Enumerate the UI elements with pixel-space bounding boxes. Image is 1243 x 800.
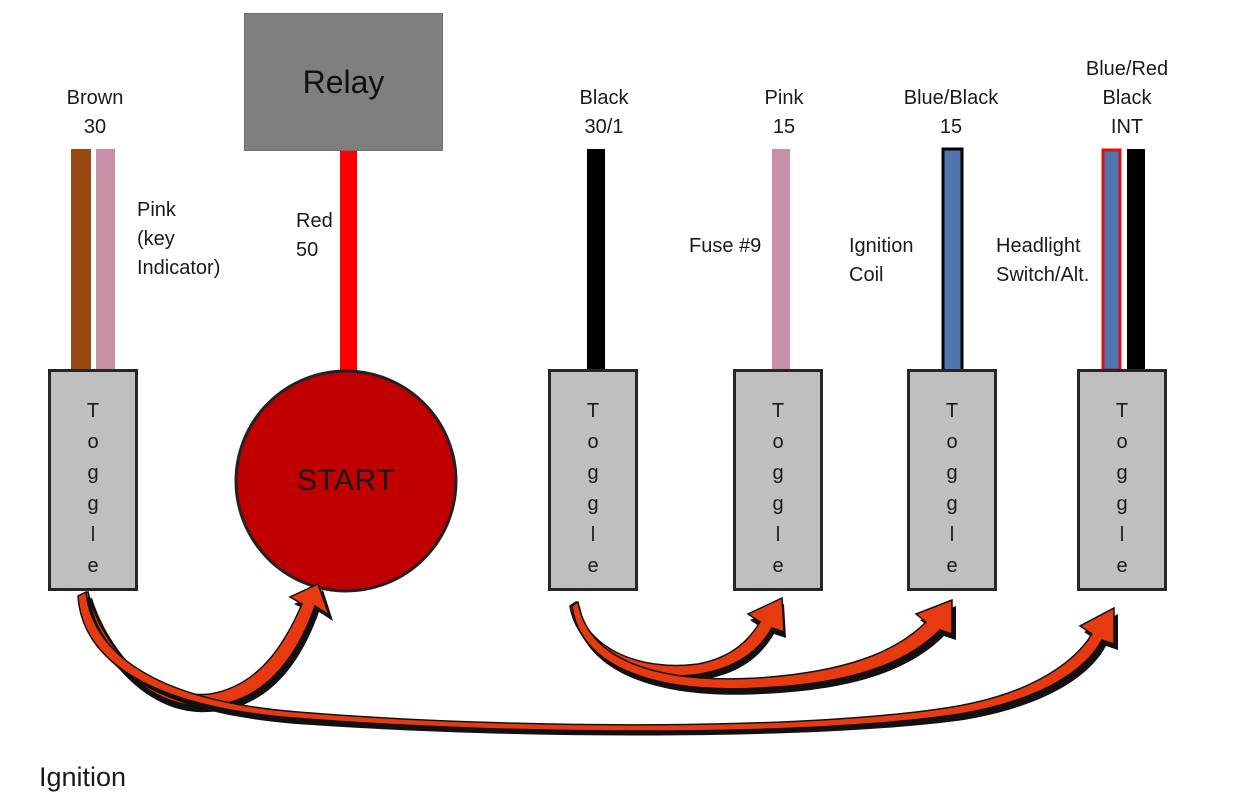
pink-15-wire-label: Pink 15 — [764, 87, 804, 138]
toggle-letter: g — [772, 462, 784, 484]
brown-wire-label: Brown 30 — [66, 87, 124, 138]
black-int-wire — [1127, 149, 1145, 371]
diagram-caption: Ignition — [39, 762, 127, 792]
black-wire-label: Black 30/1 — [579, 87, 629, 138]
pink-key-wire-label: Pink (key Indicator) — [137, 199, 221, 279]
relay-label: Relay — [302, 63, 385, 100]
toggle-letter: e — [1116, 555, 1128, 577]
toggle-letter: l — [949, 524, 955, 546]
toggle-letter: g — [772, 493, 784, 515]
pink-15-wire — [772, 149, 790, 371]
blue-black-wire-label: Blue/Black 15 — [903, 87, 999, 138]
brown-wire — [71, 149, 91, 371]
fuse-label: Fuse #9 — [689, 235, 762, 257]
toggle-letter: g — [587, 493, 599, 515]
toggle-letter: e — [87, 555, 99, 577]
toggle-letter: g — [946, 493, 958, 515]
toggle-letter: o — [587, 431, 599, 453]
toggle-letter: g — [587, 462, 599, 484]
black-wire — [587, 149, 605, 371]
red-relay-wire — [340, 150, 357, 372]
arrow-toggle1-to-toggle6 — [77, 590, 1118, 736]
toggle-letter: l — [90, 524, 96, 546]
headlight-switch-label: Headlight Switch/Alt. — [996, 235, 1090, 286]
blue-red-wire — [1101, 148, 1122, 372]
toggle-letter: T — [771, 400, 785, 422]
toggle-letter: T — [586, 400, 600, 422]
toggle-letter: l — [775, 524, 781, 546]
toggle-letter: g — [1116, 493, 1128, 515]
toggle-letter: o — [946, 431, 958, 453]
toggle-letter: e — [587, 555, 599, 577]
toggle-letter: T — [86, 400, 100, 422]
relay-box: Relay — [244, 13, 443, 151]
toggle-letter: g — [1116, 462, 1128, 484]
toggle-letter: o — [772, 431, 784, 453]
arrow-toggle3-to-toggle5 — [571, 598, 956, 695]
toggle-letter: o — [87, 431, 99, 453]
toggle-letter: e — [946, 555, 958, 577]
arrow-toggle1-to-start — [81, 582, 333, 713]
toggle-letter: T — [945, 400, 959, 422]
start-label: START — [296, 464, 396, 497]
int-wire-label: Blue/Red Black INT — [1085, 58, 1169, 138]
toggle-letter: g — [87, 462, 99, 484]
toggle-letter: l — [590, 524, 596, 546]
start-button: START — [235, 370, 457, 592]
toggle-letter: o — [1116, 431, 1128, 453]
start-button-circle — [234, 369, 458, 593]
red-wire-label: Red 50 — [296, 210, 333, 261]
toggle-letter: e — [772, 555, 784, 577]
toggle-letter: l — [1119, 524, 1125, 546]
pink-key-wire — [96, 149, 115, 371]
arrow-toggle3-to-toggle4 — [569, 596, 786, 682]
blue-black-wire — [941, 147, 964, 373]
ignition-coil-label: Ignition Coil — [849, 235, 914, 286]
toggle-letter: g — [946, 462, 958, 484]
toggle-letter: T — [1115, 400, 1129, 422]
toggle-letter: g — [87, 493, 99, 515]
